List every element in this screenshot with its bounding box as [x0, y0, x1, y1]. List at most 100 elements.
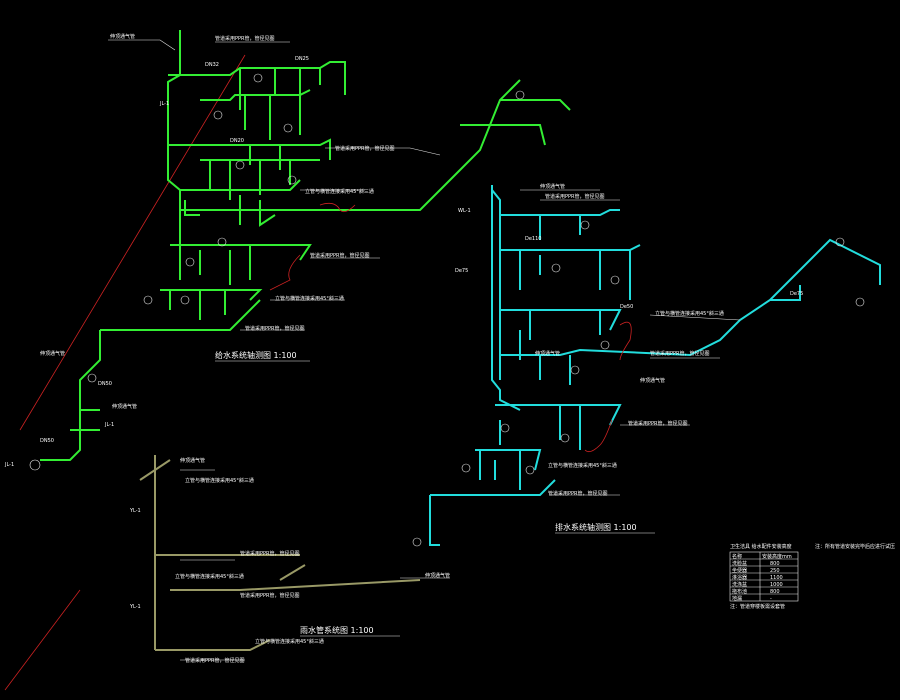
supply-third-branch: [168, 138, 331, 170]
note-label: 立管与横管连接采用45°斜三通: [255, 638, 324, 645]
supply-flex-connector-2: [269, 254, 301, 291]
boundary-lines: [4, 54, 246, 691]
note-label: 立管与横管连接采用45°斜三通: [305, 188, 374, 195]
note-label: 立管与横管连接采用45°斜三通: [548, 462, 617, 469]
drain-branch-2: [500, 244, 641, 300]
fixture-symbol: [515, 90, 525, 100]
fixture-symbol: [412, 537, 422, 547]
supply-flex-connector-1: [319, 202, 356, 213]
note-label: 立管与横管连接采用45°斜三通: [175, 573, 244, 580]
note-label: 管道采用PPR管，管径见图: [215, 35, 275, 42]
leader-line: [325, 147, 441, 156]
supply-lower-branch: [170, 244, 312, 285]
drain-branch-5: [495, 404, 622, 450]
pipe-size-label: DN20: [230, 138, 244, 144]
fixture-symbol: [551, 263, 561, 273]
note-label: 管道采用PPR管，管径见图: [310, 252, 370, 259]
fixture-symbol: [500, 423, 510, 433]
note-label: 立管与横管连接采用45°斜三通: [185, 477, 254, 484]
table-cell: 1000: [770, 582, 783, 588]
supply-second-branch: [200, 89, 311, 140]
note-label: 立管与横管连接采用45°斜三通: [275, 295, 344, 302]
supply-fixtures: [87, 73, 525, 383]
table-cell: 坐便器: [732, 567, 747, 574]
fixture-symbol: [835, 237, 845, 247]
table-cell: 淋浴器: [732, 574, 747, 581]
note-label: 管道采用PPR管，管径见图: [545, 193, 605, 200]
fixture-symbol: [235, 160, 245, 170]
riser-label: YL-1: [129, 604, 141, 610]
fixture-symbol: [185, 257, 195, 267]
drain-vent-stack: [491, 189, 501, 380]
supply-fifth-branch: [180, 179, 301, 227]
drain-branch-1: [500, 209, 620, 240]
table-cell: 洗涤盆: [732, 581, 747, 588]
note-label: 管道采用PPR管，管径见图: [240, 592, 300, 599]
annotation-labels: 伸顶通气管 管道采用PPR管，管径见图 DN32 DN25 JL-1 DN20 …: [4, 33, 803, 664]
note-label: 伸顶通气管: [640, 377, 665, 384]
title-water-supply: 给水系统轴测图 1:100: [215, 350, 297, 360]
fixture-symbol: [213, 110, 223, 120]
rain-system: [139, 455, 421, 651]
water-meter-symbol: [29, 459, 41, 471]
supply-inlet-branches: [70, 409, 100, 431]
drain-branch-3: [500, 309, 622, 340]
table-cell: 250: [770, 568, 780, 574]
pipe-size-label: DN32: [205, 62, 219, 68]
drawing-titles: 给水系统轴测图 1:100 排水系统轴测图 1:100 雨水管系统图 1:100: [215, 350, 655, 637]
riser-label: JL-1: [159, 101, 169, 107]
supply-main-riser: [167, 30, 181, 250]
supply-inlet-pipe: [40, 299, 261, 461]
riser-label: YL-1: [129, 508, 141, 514]
note-label: 管道采用PPR管，管径见图: [185, 657, 245, 664]
fixture-symbol: [525, 465, 535, 475]
title-rain: 雨水管系统图 1:100: [300, 625, 374, 635]
drain-diagonal-main: [500, 238, 881, 357]
note-label: 伸顶通气管: [540, 183, 565, 190]
table-title: 卫生洁具 给水配件安装高度: [730, 543, 792, 550]
pipe-size-label: DN50: [98, 381, 112, 387]
fixture-symbol: [855, 297, 865, 307]
riser-label: WL-1: [458, 208, 471, 214]
table-cell: -: [770, 596, 772, 602]
note-label: 立管与横管连接采用45°斜三通: [655, 310, 724, 317]
fixture-symbol: [580, 220, 590, 230]
table-cell: 拖布池: [732, 588, 747, 595]
fixture-symbol: [610, 275, 620, 285]
water-supply-system: [29, 30, 571, 471]
fixture-symbol: [287, 175, 297, 185]
table-cell: 洗脸盆: [732, 560, 747, 567]
note-label: 管道采用PPR管，管径见图: [650, 350, 710, 357]
fixture-symbol: [217, 237, 227, 247]
drain-outlet: [429, 479, 556, 546]
riser-label: JL-1: [4, 462, 14, 468]
note-label: 伸顶通气管: [180, 457, 205, 464]
leader-line: [108, 39, 176, 51]
fixture-symbol: [143, 295, 153, 305]
pipe-size-label: De75: [790, 291, 803, 297]
drain-flex-connector-2: [584, 419, 613, 453]
supply-top-branch: [168, 61, 346, 95]
note-label: 管道采用PPR管，管径见图: [240, 550, 300, 557]
table-cell: 800: [770, 561, 780, 567]
drain-flex-connector-1: [619, 321, 632, 361]
note-label: 伸顶通气管: [112, 403, 137, 410]
table-cell: 1100: [770, 575, 783, 581]
supply-fourth-branch: [200, 159, 320, 200]
boundary-line-upper: [19, 54, 246, 431]
supply-top-drops: [239, 68, 321, 110]
riser-label: JL-1: [104, 422, 114, 428]
fixture-symbol: [283, 123, 293, 133]
pipe-size-label: DN25: [295, 56, 309, 62]
fixture-symbol: [570, 365, 580, 375]
pipe-size-label: De50: [620, 304, 633, 310]
table-frame: [729, 551, 799, 602]
note-label: 管道采用PPR管，管径见图: [335, 145, 395, 152]
table-cell: 地漏: [732, 595, 742, 602]
boundary-line-lower: [4, 589, 81, 691]
drainage-fixtures: [412, 220, 865, 547]
table-side-note: 注：所有管道安装完毕后应进行试压: [815, 543, 895, 550]
supply-diagonal-main: [180, 79, 521, 211]
table-header: 安装高度mm: [762, 553, 792, 560]
